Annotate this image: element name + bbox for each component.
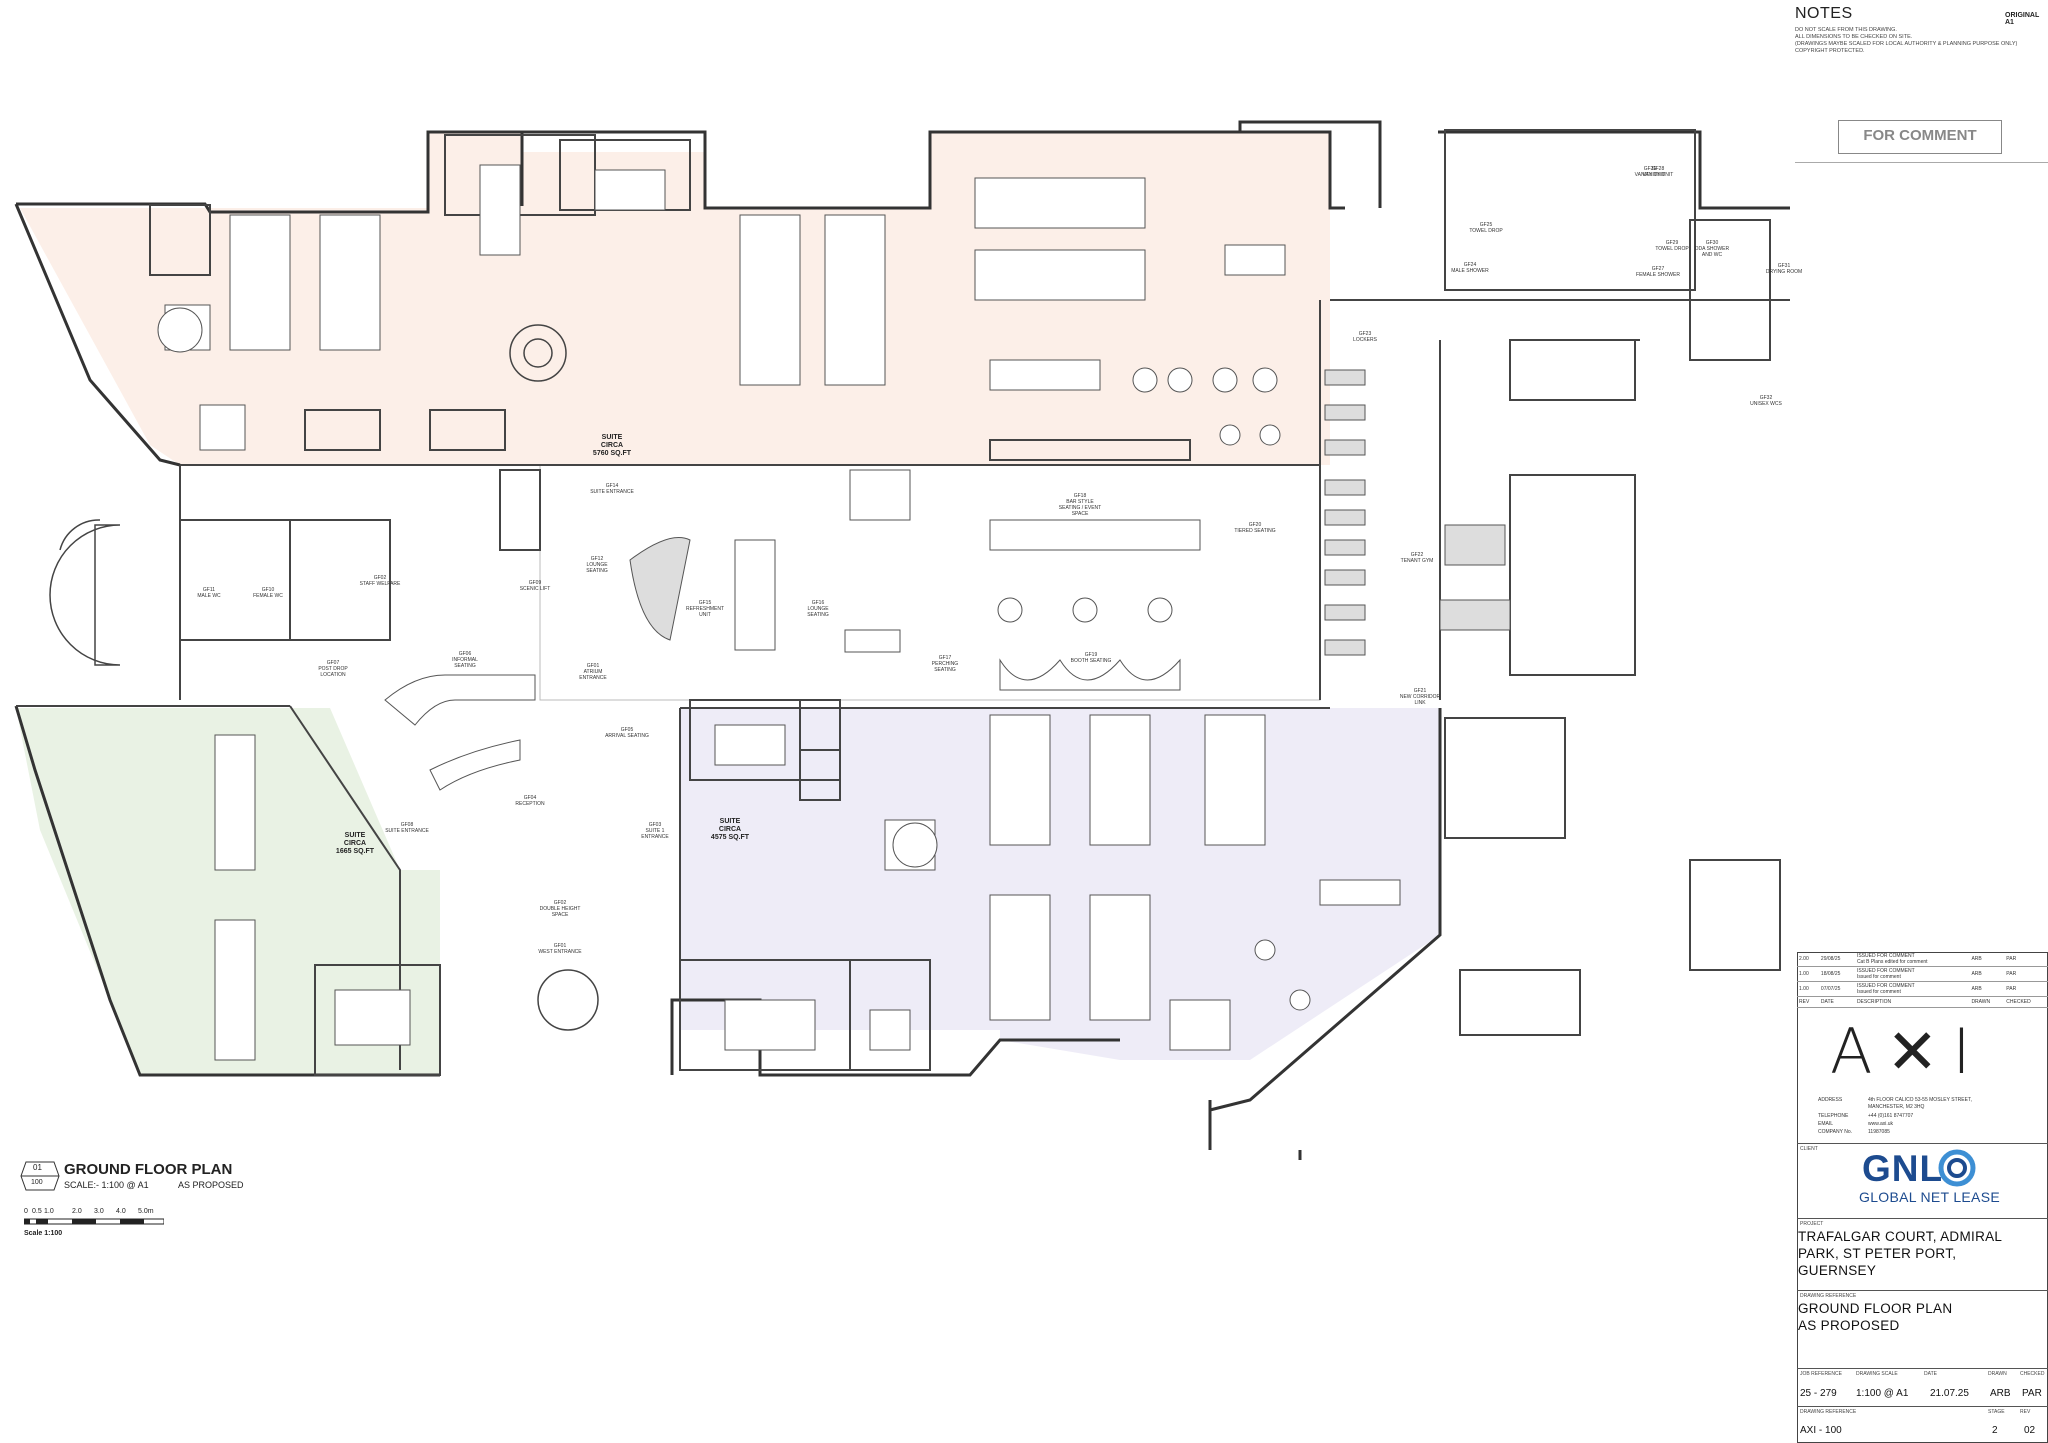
project-label: PROJECT [1800,1221,1824,1227]
drawn-by: ARB [1990,1388,2011,1399]
drawing-reference-label: DRAWING REFERENCE [1800,1293,1857,1299]
drawing-number-label: DRAWING REFERENCE [1800,1409,1857,1415]
stage: 2 [1992,1425,1998,1436]
plan-sheet: 100 [31,1179,43,1186]
title-block [1797,952,2048,1443]
original-sheet-size: ORIGINAL A1 [2005,12,2040,26]
email-label: EMAIL [1818,1121,1834,1127]
checked-label: CHECKED [2020,1371,2045,1377]
note-line: (DRAWINGS MAYBE SCALED FOR LOCAL AUTHORI… [1795,41,2018,47]
address-label: ADDRESS [1818,1097,1843,1103]
divider [1797,1368,2048,1369]
plan-scale: SCALE:- 1:100 @ A1 [64,1180,149,1190]
plan-title: GROUND FLOOR PLAN [64,1161,233,1178]
scale-bar [24,1218,164,1225]
for-comment-stamp: FOR COMMENT [1838,120,2002,154]
revision: 02 [2024,1425,2036,1436]
architect-logo: A✕I [1830,1015,1985,1088]
stage-label: STAGE [1988,1409,2005,1415]
drawing-date: 21.07.25 [1930,1388,1969,1399]
telephone-label: TELEPHONE [1818,1113,1849,1119]
telephone-value: +44 (0)161 8747707 [1868,1113,1914,1119]
company-value: 11987085 [1868,1129,1890,1135]
drawing-number-hexagon-icon [20,1161,60,1191]
scale-bar-caption: Scale 1:100 [24,1230,63,1237]
rev-label: REV [2020,1409,2031,1415]
notes-divider [1795,162,2048,163]
divider [1797,1290,2048,1291]
notes-title: NOTES [1795,5,1853,22]
email-value: www.axi.uk [1868,1121,1894,1127]
note-line: ALL DIMENSIONS TO BE CHECKED ON SITE. [1795,34,1913,40]
west-suite-area [16,708,440,1075]
address-value-2: MANCHESTER, M2 3HQ [1868,1104,1925,1110]
company-label: COMPANY No. [1818,1129,1852,1135]
address-value: 4th FLOOR CALICO 53-55 MOSLEY STREET, [1868,1097,1972,1103]
client-name: GLOBAL NET LEASE [1859,1189,2000,1205]
checked-by: PAR [2022,1388,2042,1399]
floor-plan-drawing [14,120,1790,1160]
plan-status: AS PROPOSED [178,1180,244,1190]
drawing-scale-label: DRAWING SCALE [1856,1371,1898,1377]
note-line: COPYRIGHT PROTECTED. [1795,48,1865,54]
divider [1797,1218,2048,1219]
job-reference-label: JOB REFERENCE [1800,1371,1842,1377]
drawn-label: DRAWN [1988,1371,2007,1377]
note-line: DO NOT SCALE FROM THIS DRAWING. [1795,27,1897,33]
client-logo: GNL [1862,1148,1944,1189]
job-reference: 25 - 279 [1800,1388,1837,1399]
gnl-swirl-icon [1938,1149,1976,1187]
divider [1797,1406,2048,1407]
divider [1797,1143,2048,1144]
date-label: DATE [1924,1371,1937,1377]
plan-number: 01 [33,1163,42,1172]
client-label: CLIENT [1800,1146,1818,1152]
drawing-scale: 1:100 @ A1 [1856,1388,1909,1399]
drawing-number: AXI - 100 [1800,1425,1842,1436]
